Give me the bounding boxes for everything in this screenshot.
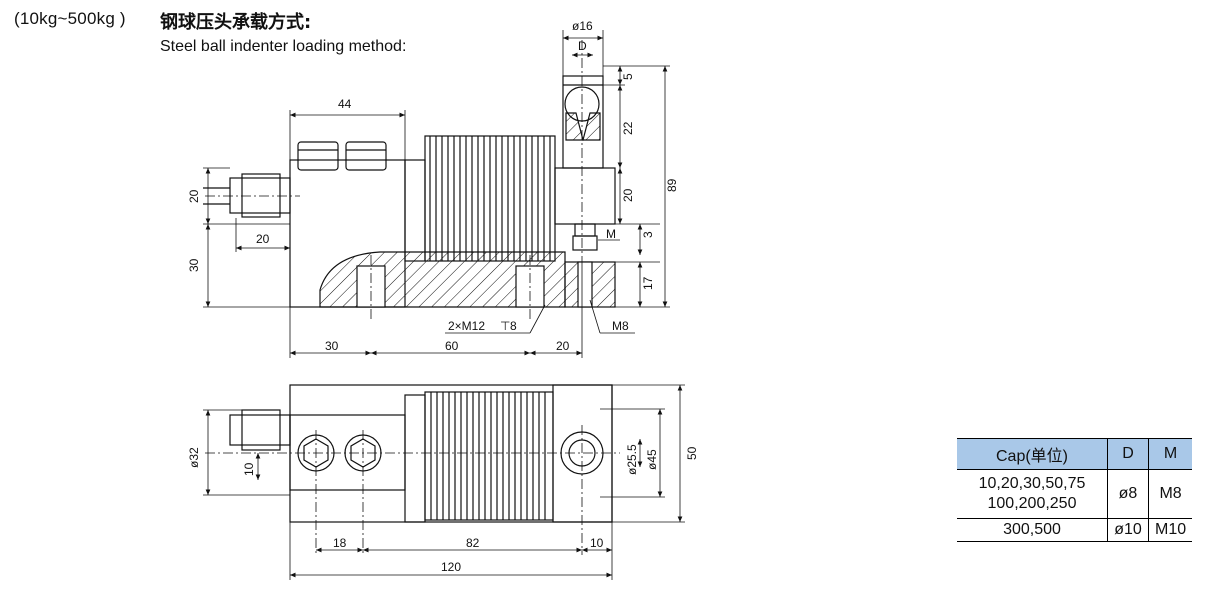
dim-17: 17 [641, 276, 655, 290]
dim-M8: M8 [612, 319, 629, 333]
dim-D: D [578, 39, 587, 53]
dim-89: 89 [665, 178, 679, 192]
dim-60: 60 [445, 339, 459, 353]
dim-50: 50 [685, 446, 699, 460]
d-cell: ø10 [1107, 518, 1149, 542]
cable-connector [229, 177, 291, 214]
cap-line: 100,200,250 [987, 495, 1077, 512]
ball-holder [562, 75, 604, 169]
dim-120: 120 [441, 560, 461, 574]
dim-d45: ø45 [645, 449, 659, 470]
dim-5: 5 [621, 73, 635, 80]
side-top-bolt-2 [345, 141, 387, 171]
top-view [229, 384, 613, 523]
depth-symbol: ⊤ [500, 319, 510, 333]
col-d: D [1107, 438, 1149, 470]
dim-d16: ø16 [572, 19, 593, 33]
spec-table-header: Cap(单位) D M [957, 438, 1193, 470]
dim-82: 82 [466, 536, 480, 550]
dim-20-left: 20 [187, 189, 201, 203]
cap-cell: 300,500 [957, 518, 1108, 542]
dim-18: 18 [333, 536, 347, 550]
title-chinese: 钢球压头承载方式: [160, 12, 312, 33]
side-bellows [424, 135, 556, 262]
dim-30-left: 30 [187, 258, 201, 272]
m-cell: M10 [1148, 518, 1193, 542]
side-view [203, 75, 616, 308]
col-m: M [1148, 438, 1193, 470]
dim-20-bottom: 20 [556, 339, 570, 353]
m-cell: M8 [1148, 469, 1193, 519]
dim-30-bottom: 30 [325, 339, 339, 353]
dim-20-inner: 20 [256, 232, 270, 246]
top-body [289, 384, 613, 523]
side-right-block [554, 167, 616, 225]
dim-10-bottom: 10 [590, 536, 604, 550]
d-cell: ø8 [1107, 469, 1149, 519]
top-bellows [424, 391, 554, 521]
title-english: Steel ball indenter loading method: [160, 38, 407, 55]
dim-3: 3 [641, 231, 655, 238]
table-row: 10,20,30,50,75 100,200,250 ø8 M8 [957, 469, 1193, 519]
dim-44: 44 [338, 97, 352, 111]
spec-table: Cap(单位) D M 10,20,30,50,75 100,200,250 ø… [957, 438, 1193, 542]
capacity-range: (10kg~500kg ) [14, 9, 126, 28]
cap-cell: 10,20,30,50,75 100,200,250 [957, 469, 1108, 519]
dim-2xM12: 2×M12 [448, 319, 485, 333]
col-cap: Cap(单位) [957, 438, 1108, 470]
dim-d25-5: ø25.5 [625, 444, 639, 475]
side-top-bolt-1 [297, 141, 339, 171]
dim-22: 22 [621, 121, 635, 135]
dim-depth-8: 8 [510, 319, 517, 333]
cap-line: 10,20,30,50,75 [978, 475, 1086, 492]
dim-d32: ø32 [187, 447, 201, 468]
dim-10-left: 10 [242, 462, 256, 476]
dim-M: M [606, 227, 616, 241]
table-row: 300,500 ø10 M10 [957, 518, 1193, 542]
dim-20-right: 20 [621, 188, 635, 202]
